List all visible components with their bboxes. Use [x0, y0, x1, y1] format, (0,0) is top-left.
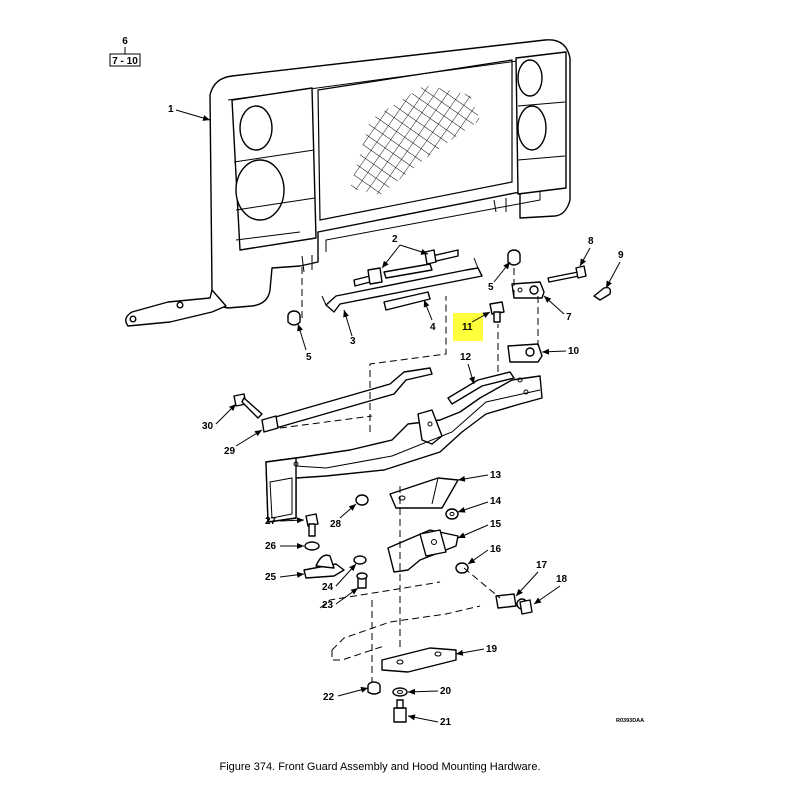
callout-9: 9	[618, 250, 624, 261]
callout-1: 1	[168, 104, 174, 115]
callout-19: 19	[486, 644, 498, 655]
callout-2: 2	[392, 234, 398, 245]
callout-21: 21	[440, 717, 452, 728]
bolt-27	[305, 513, 319, 537]
sheet-ref-bottom: 7 - 10	[112, 56, 138, 67]
nut-5-right	[507, 249, 521, 266]
callout-27: 27	[265, 516, 277, 527]
clip-29	[261, 415, 279, 433]
callout-13: 13	[490, 470, 502, 481]
callout-12: 12	[460, 352, 472, 363]
plate-19	[381, 647, 457, 673]
pin-8	[547, 265, 587, 283]
callout-7: 7	[566, 312, 572, 323]
callout-30: 30	[202, 421, 214, 432]
bracket-bar-4	[383, 263, 433, 311]
callout-29: 29	[224, 446, 236, 457]
nut-22	[367, 681, 381, 695]
washer-20	[392, 687, 408, 697]
front-guard-assembly	[125, 39, 571, 327]
frame-rail-reference	[279, 266, 539, 688]
bumper-25	[303, 554, 345, 579]
bracket-10	[507, 343, 543, 363]
callout-16: 16	[490, 544, 502, 555]
bolt-11	[489, 301, 505, 323]
callout-20: 20	[440, 686, 452, 697]
callout-14: 14	[490, 496, 502, 507]
spacer-16	[455, 562, 469, 574]
washer-24	[353, 555, 367, 565]
callout-15: 15	[490, 519, 502, 530]
cotter-pin-9	[593, 286, 612, 301]
bolt-21	[393, 699, 407, 723]
callout-3: 3	[350, 336, 356, 347]
callout-8: 8	[588, 236, 594, 247]
callout-25: 25	[265, 572, 277, 583]
spacer-28	[355, 494, 369, 506]
bolt-2-upper	[424, 249, 459, 265]
callout-10: 10	[568, 346, 580, 357]
callout-22: 22	[323, 692, 335, 703]
callout-17: 17	[536, 560, 548, 571]
nut-18	[519, 599, 533, 615]
callouts: 1 2 3 4 5 5 7 8 9 10 11 12 13 14 15 16	[168, 104, 624, 728]
callout-24: 24	[322, 582, 334, 593]
callout-5-right: 5	[488, 282, 494, 293]
callout-26: 26	[265, 541, 277, 552]
callout-11: 11	[462, 322, 473, 333]
washer-26	[304, 541, 320, 551]
callout-4: 4	[430, 322, 436, 333]
hinge-7	[511, 281, 545, 299]
callout-5-left: 5	[306, 352, 312, 363]
bracket-13	[389, 477, 459, 509]
nut-5-left	[287, 310, 301, 326]
callout-highlight	[453, 313, 483, 341]
callout-28: 28	[330, 519, 342, 530]
screw-23	[356, 572, 368, 589]
figure-caption: Figure 374. Front Guard Assembly and Hoo…	[220, 761, 541, 773]
drawing-code: R0393DAA	[616, 718, 644, 724]
support-rod-3	[321, 257, 483, 313]
bolt-30	[233, 393, 263, 419]
washer-14	[445, 508, 459, 520]
callout-23: 23	[322, 600, 334, 611]
sheet-ref-top: 6	[122, 36, 128, 47]
bolt-2-lower	[353, 267, 383, 287]
bracket-15	[387, 529, 459, 573]
callout-18: 18	[556, 574, 568, 585]
sheet-reference: 6 7 - 10	[109, 36, 141, 67]
support-12	[265, 367, 543, 523]
